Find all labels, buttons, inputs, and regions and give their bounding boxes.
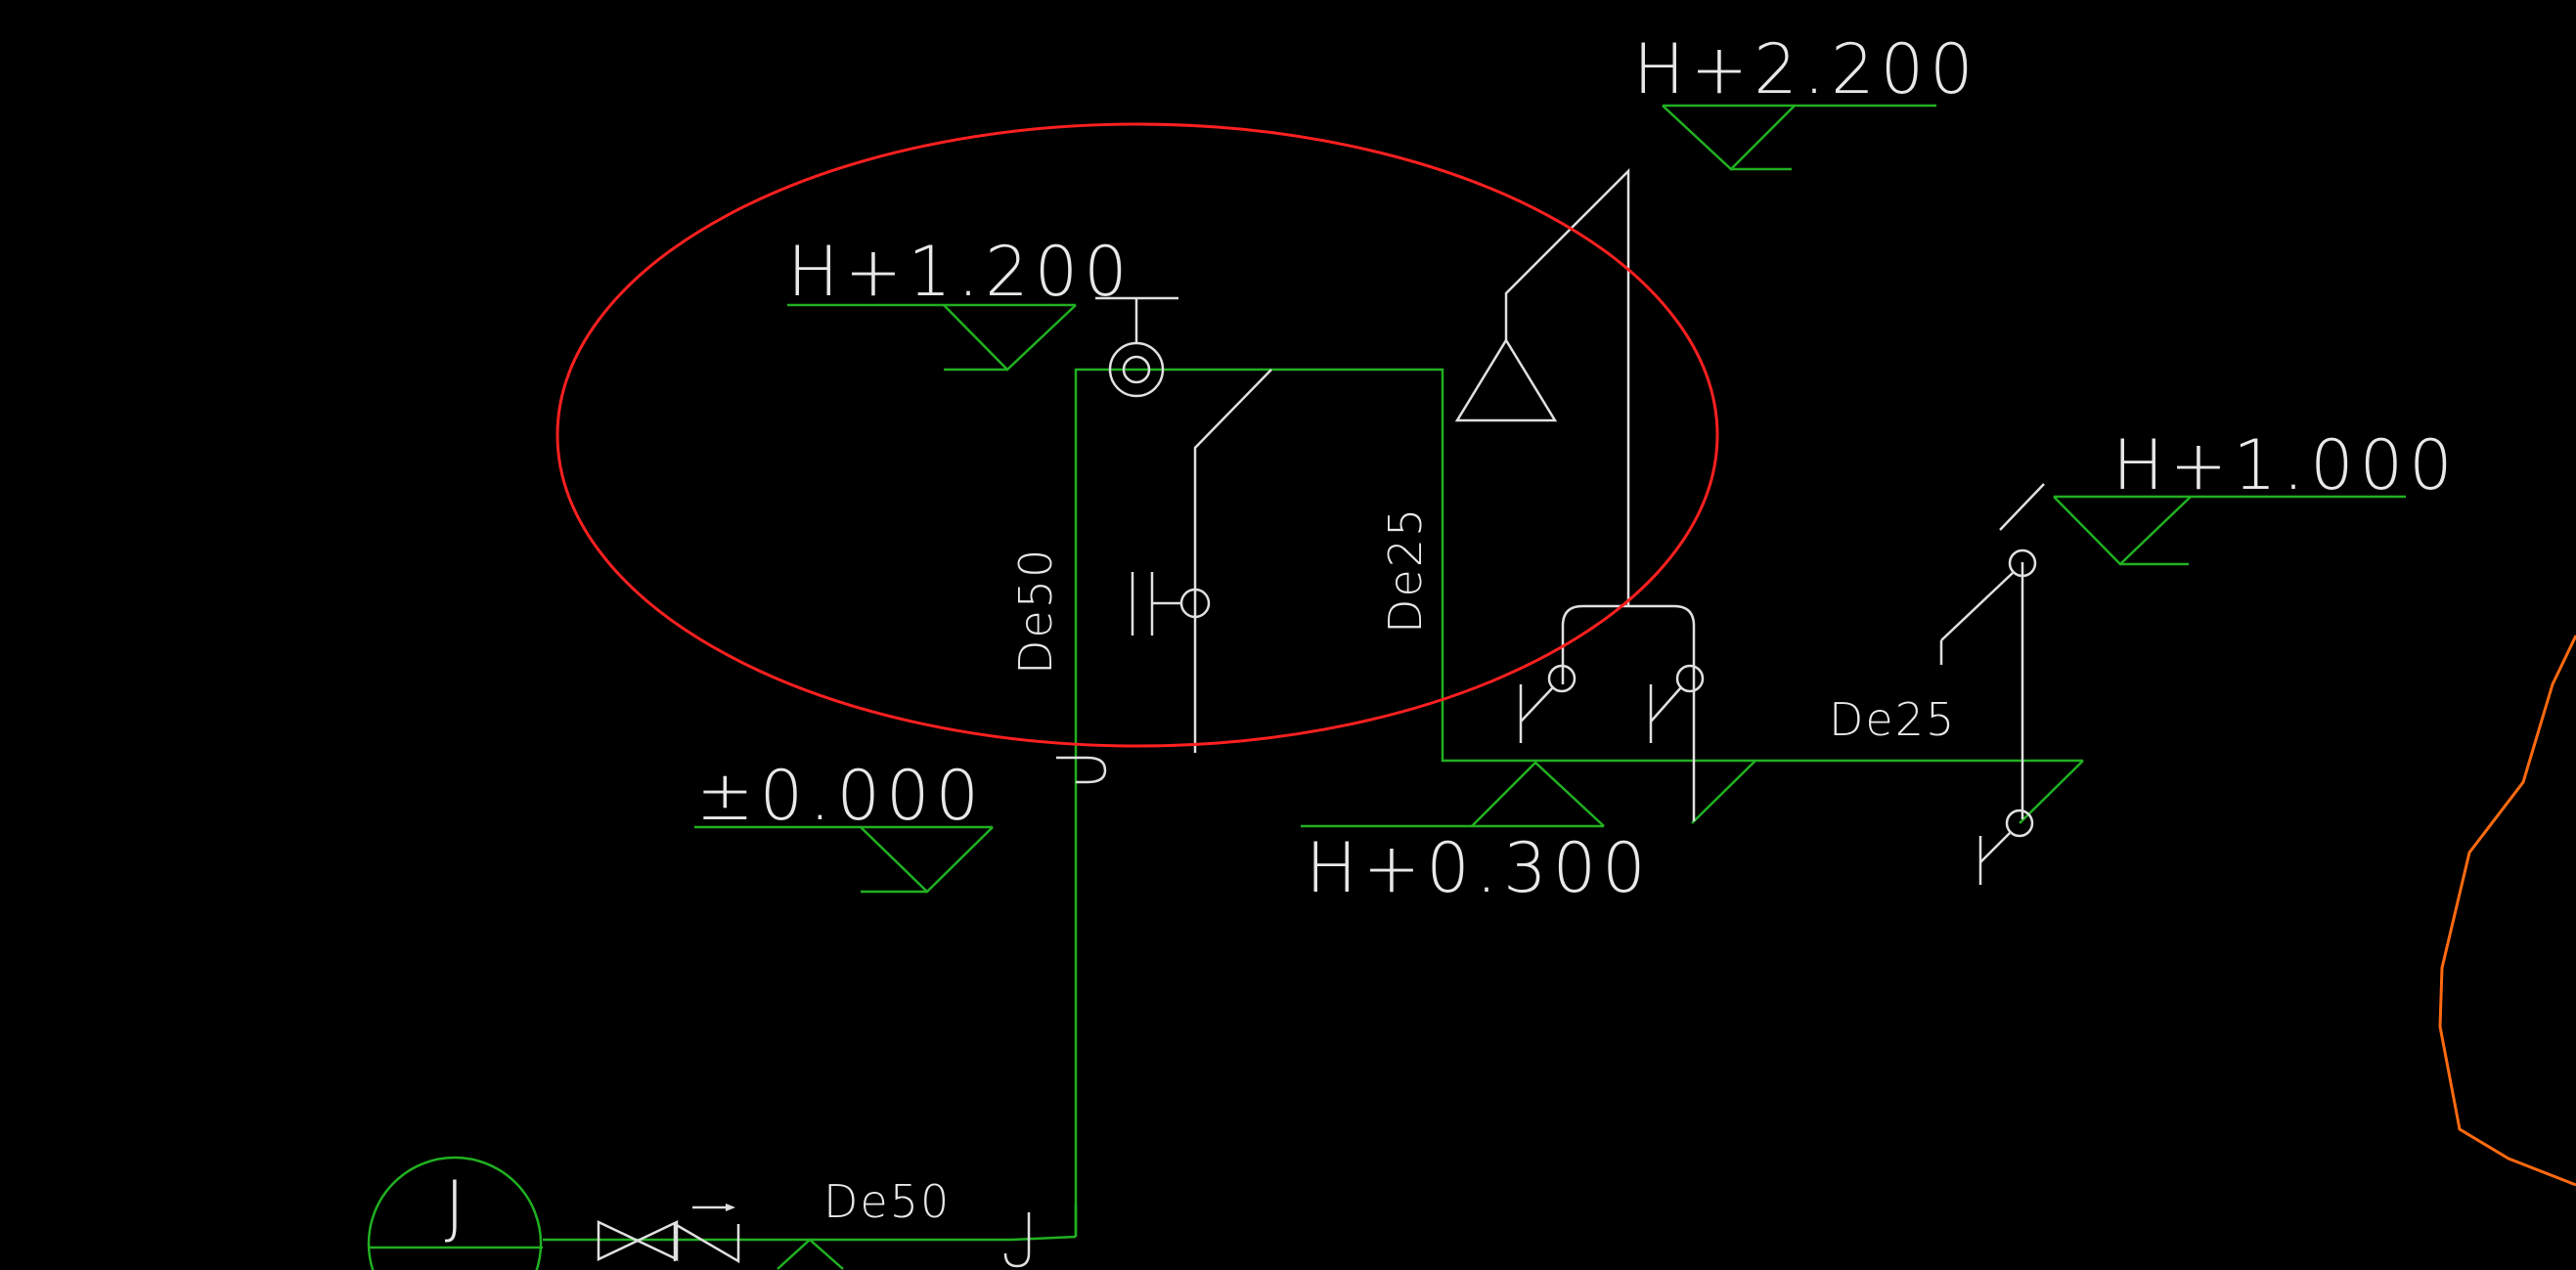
pipe-label-de25-vertical: De25 <box>1379 506 1432 634</box>
elevation-marker-zero: ±0.000 <box>694 756 994 894</box>
elevation-label-h0300: H+0.300 <box>1306 828 1652 908</box>
boundary-curve <box>2438 635 2576 1187</box>
pipe-network <box>543 368 2084 1270</box>
fixtures <box>597 167 2045 1268</box>
check-valve-icon <box>1095 296 1178 398</box>
double-faucet-icon <box>1519 604 1705 821</box>
pipe-label-de50-bottom: De50 <box>823 1175 951 1228</box>
elevation-marker-h1000: H+1.000 <box>2053 425 2459 566</box>
riser-valve-icon <box>1939 483 2045 885</box>
elevation-label-zero: ±0.000 <box>696 756 985 836</box>
elevation-marker-h0300: H+0.300 <box>1301 761 1652 908</box>
highlight-ellipse <box>555 122 1719 748</box>
elevation-marker-h2200: H+2.200 <box>1633 29 1979 171</box>
check-valve-bottom-icon <box>673 1204 740 1264</box>
water-meter-label: J <box>445 1166 466 1247</box>
shower-head-icon <box>1454 337 1558 422</box>
pipe-label-de25-horizontal: De25 <box>1829 693 1956 746</box>
elevation-label-h1200: H+1.200 <box>787 232 1133 312</box>
water-meter-icon: J <box>367 1156 543 1270</box>
gate-valve-icon <box>597 1220 679 1261</box>
elevation-label-h1000: H+1.000 <box>2112 425 2459 505</box>
elevation-label-h2200: H+2.200 <box>1633 29 1979 109</box>
elevation-marker-h1200: H+1.200 <box>787 232 1133 372</box>
pipe-label-de50-vertical: De50 <box>1009 547 1062 675</box>
faucet-icon <box>1131 572 1211 635</box>
